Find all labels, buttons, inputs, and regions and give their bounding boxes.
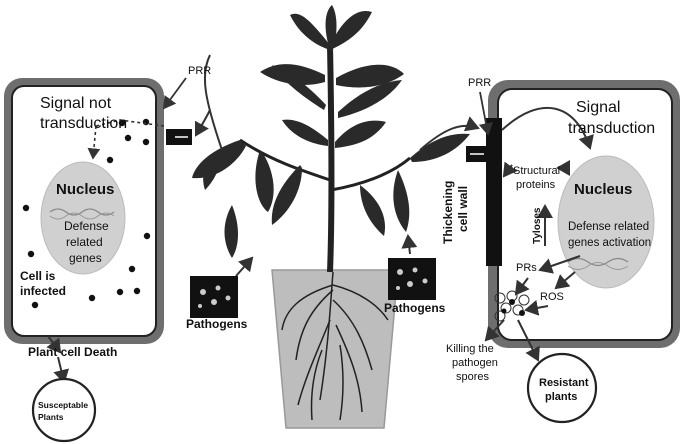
right-genes-label-1: Defense related — [568, 221, 649, 233]
infected-label-1: Cell is — [20, 269, 56, 283]
plant-leaves — [192, 5, 470, 258]
left-signal-blocked-arrow — [87, 125, 101, 160]
pathogens-right-arrow — [401, 234, 418, 255]
killing-label-3: spores — [456, 371, 490, 383]
pathogens-right-spores — [396, 267, 428, 290]
susceptible-plants-circle — [31, 377, 97, 443]
pathogens-left-label: Pathogens — [186, 317, 248, 331]
infected-label-2: infected — [20, 284, 66, 298]
structural-to-wall-arrow — [502, 161, 518, 178]
to-killing-label-arrow — [484, 319, 505, 342]
resistant-plants-circle — [526, 352, 598, 424]
right-prr-label: PRR — [468, 77, 491, 89]
susceptible-label-2: Plants — [38, 412, 64, 422]
right-nucleus — [557, 155, 655, 289]
left-genes-label-1: Defense — [64, 219, 109, 233]
left-nucleus-label: Nucleus — [56, 181, 114, 198]
left-cell — [4, 77, 192, 443]
plant-to-left-cell-arrow — [195, 109, 211, 137]
plant-roots — [281, 271, 389, 421]
signal-to-nucleus-arrow — [501, 106, 594, 150]
right-genes-label-2: genes activation — [568, 237, 651, 249]
left-death-arrow — [46, 335, 62, 354]
susceptible-label-1: Susceptable — [38, 400, 88, 410]
pathogens-right-label: Pathogens — [384, 301, 446, 315]
structural-label-1: Structural — [513, 165, 560, 177]
right-prr-arrow — [478, 91, 494, 136]
killed-spores — [494, 290, 530, 322]
right-cell — [466, 80, 680, 424]
left-signal-label-1: Signal not — [40, 95, 112, 112]
left-nucleus — [40, 161, 126, 275]
pathogens-left-spores — [198, 285, 231, 308]
resistant-label-1: Resistant — [539, 377, 589, 389]
plant-pot — [271, 269, 399, 429]
right-outcome-arrow — [517, 319, 540, 362]
labels: PRR Signal not transduction Nucleus Defe… — [20, 65, 655, 422]
plant-branch-right — [330, 156, 411, 192]
right-nucleus-label: Nucleus — [574, 181, 632, 198]
plant-to-left-prr-curve — [203, 54, 223, 151]
left-dna-strand — [49, 208, 115, 216]
killing-label-2: pathogen — [452, 357, 498, 369]
pathogens-left-arrow — [235, 256, 254, 277]
pathogens-left-box — [190, 276, 238, 318]
prs-label: PRs — [516, 262, 537, 274]
right-signal-label-1: Signal — [576, 99, 620, 116]
ros-label: ROS — [540, 291, 564, 303]
left-prr-arrow — [162, 77, 187, 110]
tyloses-label: Tyloses — [532, 207, 543, 244]
left-dotted-path — [95, 119, 165, 127]
plant-to-right-cell-arrow — [419, 116, 480, 151]
prs-to-spores-arrow — [514, 277, 530, 296]
right-dna-strand-2 — [567, 262, 629, 270]
to-ros-arrow — [554, 271, 576, 290]
plant-branch-left — [239, 138, 331, 182]
left-genes-label-3: genes — [69, 251, 102, 265]
thickening-label-1: Thickening — [441, 181, 455, 244]
left-dna-strand-2 — [49, 212, 115, 220]
plant-cell-death-label: Plant cell Death — [28, 345, 117, 359]
thickening-label-2: cell wall — [456, 186, 470, 232]
right-dna-strand — [567, 257, 629, 267]
resistant-label-2: plants — [545, 391, 577, 403]
left-outcome-arrow — [53, 356, 69, 384]
killing-label-1: Killing the — [446, 343, 494, 355]
left-signal-label-2: transduction — [40, 115, 127, 132]
left-prr-label: PRR — [188, 65, 211, 77]
left-genes-label-2: related — [66, 235, 103, 249]
ros-to-spores-arrow — [524, 299, 549, 316]
pathogens-right-box — [388, 258, 436, 300]
structural-label-2: proteins — [516, 179, 556, 191]
right-signal-label-2: transduction — [568, 120, 655, 137]
plant — [190, 5, 480, 429]
plant-stem — [327, 44, 335, 273]
to-prs-arrow — [538, 255, 581, 274]
right-thickened-wall — [486, 118, 502, 266]
